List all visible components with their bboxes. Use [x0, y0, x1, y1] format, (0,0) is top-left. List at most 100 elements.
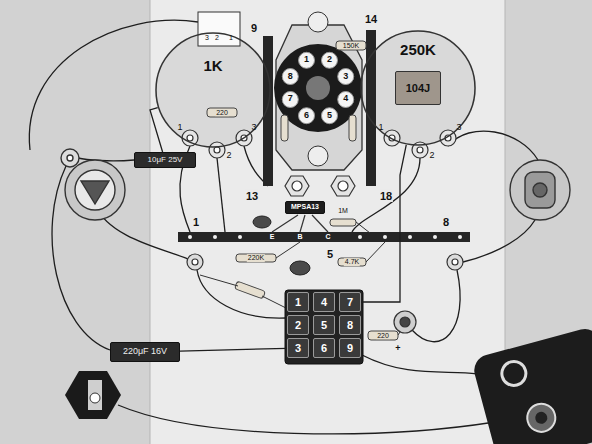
callout-number: 14 — [364, 13, 378, 25]
footswitch — [285, 290, 363, 364]
component-value: 10μF 25V — [148, 156, 183, 165]
terminal-strip — [408, 235, 412, 239]
terminal-strip — [238, 235, 242, 239]
pin-number: 3 — [250, 123, 257, 133]
led — [394, 311, 416, 333]
callout-number: 1 — [192, 216, 200, 228]
output-jack — [525, 172, 555, 208]
transistor-leg — [272, 215, 328, 232]
resistor — [338, 258, 366, 266]
component-value: 7 — [347, 296, 353, 308]
switch-position: 7 — [287, 95, 294, 105]
battery-snap — [65, 371, 121, 419]
component-value: 8 — [347, 319, 353, 331]
footswitch-pad: 9 — [339, 338, 361, 358]
terminal-strip — [458, 235, 462, 239]
rotary-switch — [308, 146, 328, 166]
terminal-strip — [433, 235, 437, 239]
rotary-switch — [306, 76, 330, 100]
transistor: MPSA13 — [285, 201, 325, 214]
wire — [29, 20, 538, 434]
footswitch-pad: 7 — [339, 292, 361, 312]
resistor — [336, 41, 366, 50]
terminal-strip — [178, 232, 470, 242]
input-jack — [61, 149, 125, 220]
callout-number: 8 — [442, 216, 450, 228]
terminal-strip — [366, 30, 376, 186]
paper — [150, 0, 151, 444]
terminal-strip — [188, 235, 192, 239]
input-jack — [75, 170, 115, 210]
component-value: 9 — [347, 342, 353, 354]
component-value: 250K — [400, 42, 436, 59]
terminal-strip — [213, 235, 217, 239]
wire — [412, 270, 460, 342]
component-value: 5 — [321, 319, 327, 331]
wire — [448, 131, 538, 160]
resistor — [366, 242, 385, 262]
battery-snap — [88, 380, 102, 410]
output-jack — [510, 160, 570, 220]
transistor-pin: C — [324, 233, 331, 241]
rotary-switch — [308, 12, 328, 32]
electrolytic-capacitor: 220μF 16V — [110, 342, 180, 362]
resistor — [398, 332, 400, 335]
callout-number: 13 — [245, 190, 259, 202]
footswitch-pad: 3 — [287, 338, 309, 358]
resistor — [207, 108, 237, 117]
pin-number: 1 — [176, 123, 183, 133]
potentiometer-body — [155, 32, 271, 148]
dc-jack — [524, 401, 558, 435]
solder-lug — [209, 142, 225, 158]
wire — [463, 220, 535, 262]
callout-number: 9 — [250, 22, 258, 34]
footswitch — [285, 290, 363, 364]
pin-number: 2 — [225, 151, 232, 161]
resistor — [349, 115, 356, 141]
film-capacitor: 104J — [395, 71, 441, 105]
switch-position: 3 — [342, 72, 349, 82]
eyelet — [192, 259, 198, 265]
resistor — [200, 41, 400, 340]
node-outline — [156, 33, 270, 147]
wire — [217, 158, 225, 232]
battery-snap — [65, 371, 121, 419]
potentiometer-body — [360, 30, 476, 146]
resistor-value: 220 — [215, 109, 229, 117]
eyelet — [447, 254, 463, 270]
hex-nut — [338, 181, 348, 191]
resistor — [330, 219, 356, 226]
terminal-strip — [383, 235, 387, 239]
pin-number: 1 — [228, 34, 234, 42]
switch-contact — [321, 108, 337, 124]
resistor — [276, 242, 300, 258]
switch-contact — [282, 69, 298, 85]
switch-position: 5 — [326, 111, 333, 121]
dc-jack — [471, 325, 592, 444]
input-jack — [81, 181, 109, 204]
output-jack — [533, 183, 547, 197]
led — [394, 311, 416, 333]
switch-contact — [282, 91, 298, 107]
resistor — [356, 222, 370, 233]
footswitch-pad: 4 — [313, 292, 335, 312]
resistor-value: 1M — [337, 207, 349, 215]
transistor-pin: B — [296, 233, 303, 241]
resistor — [368, 331, 398, 340]
wire — [78, 158, 134, 161]
hex-nut — [292, 181, 302, 191]
polarity-mark: + — [394, 344, 401, 354]
switch-contact — [321, 52, 337, 68]
transistor-leg — [312, 215, 328, 232]
ceramic-capacitor — [253, 216, 271, 228]
switch-contact — [299, 108, 315, 124]
eyelet — [452, 259, 458, 265]
component-value: 6 — [321, 342, 327, 354]
resistor-value: 150K — [342, 42, 360, 50]
switch-position: 6 — [303, 111, 310, 121]
rotary-switch — [282, 52, 353, 123]
dc-jack — [471, 325, 592, 444]
transistor-leg — [272, 215, 298, 232]
component-value: 220μF 16V — [123, 347, 167, 357]
component-value: 3 — [295, 342, 301, 354]
